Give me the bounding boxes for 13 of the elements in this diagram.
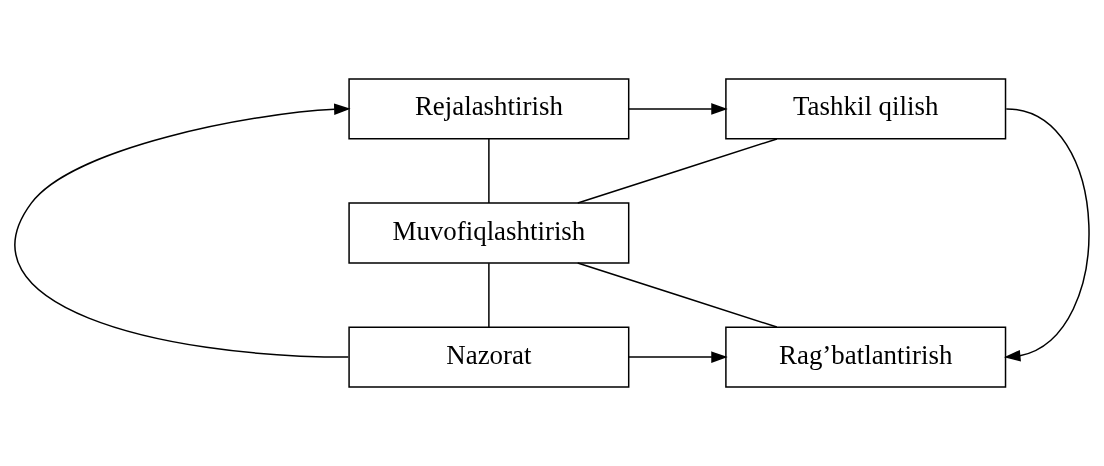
connector bbox=[577, 138, 778, 204]
connector bbox=[488, 262, 490, 328]
node-box: Rejalashtirish bbox=[348, 78, 630, 140]
arrow bbox=[14, 103, 351, 358]
node-box: Rag’batlantirish bbox=[725, 326, 1007, 388]
node-box: Tashkil qilish bbox=[725, 78, 1007, 140]
node-box: Nazorat bbox=[348, 326, 630, 388]
connector bbox=[576, 262, 778, 328]
arrow bbox=[1004, 108, 1090, 362]
arrow bbox=[627, 351, 728, 363]
arrow bbox=[627, 103, 728, 115]
connector bbox=[488, 138, 490, 204]
node-box: Muvofiqlashtirish bbox=[348, 202, 630, 264]
